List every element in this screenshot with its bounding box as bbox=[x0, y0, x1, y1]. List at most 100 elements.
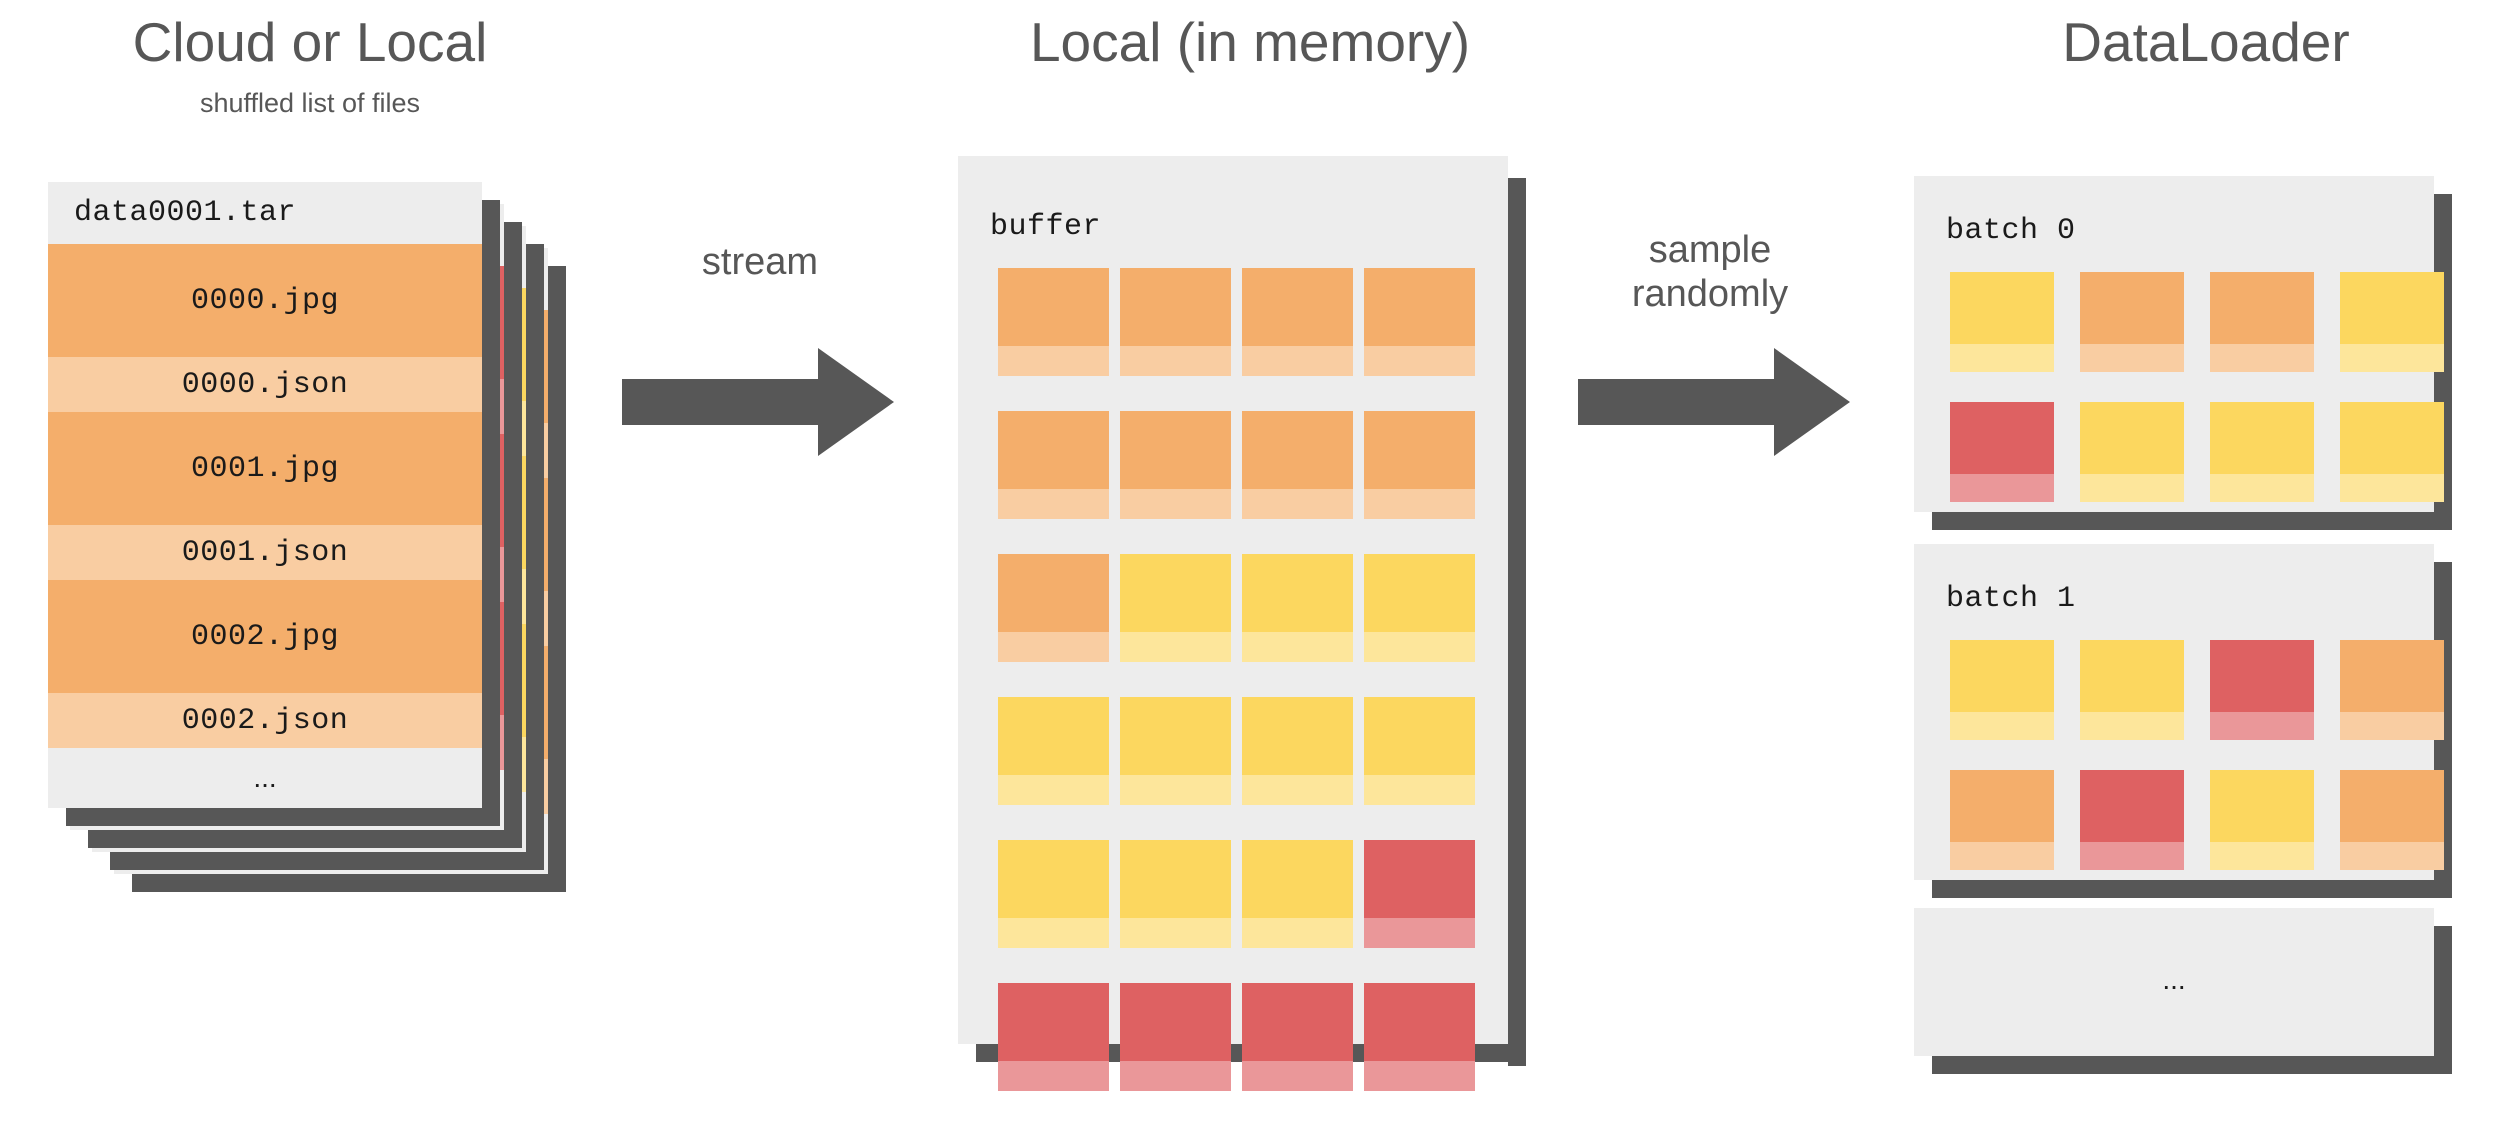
tile-image-part bbox=[2080, 770, 2184, 842]
tile-image-part bbox=[998, 554, 1109, 632]
tile-image-part bbox=[1364, 983, 1475, 1061]
tile-image-part bbox=[1950, 770, 2054, 842]
left-column-subtitle: shuffled list of files bbox=[199, 88, 421, 118]
tile-meta-part bbox=[1242, 631, 1353, 662]
buffer-tile-1-0 bbox=[998, 411, 1109, 519]
tile-image-part bbox=[2210, 272, 2314, 344]
stack-layer-shadow-right bbox=[504, 222, 522, 848]
tile-meta-part bbox=[1364, 631, 1475, 662]
tile-meta-part bbox=[2080, 712, 2184, 740]
tile-image-part bbox=[1242, 268, 1353, 346]
tar-row-label: 0001.json bbox=[181, 535, 349, 570]
batch-ellipsis-label: ... bbox=[2162, 964, 2186, 995]
buffer-tile-2-1 bbox=[1120, 554, 1231, 662]
tar-row-label: 0002.jpg bbox=[190, 619, 340, 654]
batch-0-tile-0-3 bbox=[2340, 272, 2444, 372]
batch-1-tile-0-0 bbox=[1950, 640, 2054, 740]
tar-file-row[interactable]: 0002.json bbox=[48, 693, 482, 748]
buffer-tile-1-3 bbox=[1364, 411, 1475, 519]
tile-image-part bbox=[1120, 411, 1231, 489]
buffer-tile-0-1 bbox=[1120, 268, 1231, 376]
tar-file-name: data0001.tar bbox=[74, 196, 297, 230]
tile-meta-part bbox=[2340, 344, 2444, 372]
batch-0-tile-1-2 bbox=[2210, 402, 2314, 502]
batch-1-label: batch 1 bbox=[1946, 582, 2076, 616]
tile-meta-part bbox=[1242, 917, 1353, 948]
tile-image-part bbox=[2340, 640, 2444, 712]
tile-meta-part bbox=[1950, 474, 2054, 502]
tile-meta-part bbox=[2210, 344, 2314, 372]
tile-meta-part bbox=[1364, 774, 1475, 805]
batch-1-shadow-bottom bbox=[1932, 880, 2452, 898]
tile-image-part bbox=[2210, 402, 2314, 474]
buffer-tile-3-2 bbox=[1242, 697, 1353, 805]
tile-image-part bbox=[998, 983, 1109, 1061]
stack-layer-shadow-right bbox=[526, 244, 544, 870]
tar-row-label: 0001.jpg bbox=[190, 451, 340, 486]
tar-card-front[interactable]: data0001.tar 0000.jpg 0000.json 0001.jpg 000… bbox=[48, 182, 500, 826]
buffer-tile-0-3 bbox=[1364, 268, 1475, 376]
tar-card-shadow-right bbox=[482, 200, 500, 826]
tile-image-part bbox=[2340, 272, 2444, 344]
tile-image-part bbox=[2210, 770, 2314, 842]
tar-file-row[interactable]: 0000.json bbox=[48, 357, 482, 412]
buffer-tile-3-3 bbox=[1364, 697, 1475, 805]
tile-image-part bbox=[1242, 840, 1353, 918]
tar-row-label: 0000.json bbox=[181, 367, 349, 402]
tar-card-shadow-bottom bbox=[66, 808, 500, 826]
tile-image-part bbox=[1950, 640, 2054, 712]
tile-meta-part bbox=[1120, 1060, 1231, 1091]
tile-image-part bbox=[1242, 697, 1353, 775]
batch-1-tile-0-3 bbox=[2340, 640, 2444, 740]
tile-image-part bbox=[2080, 640, 2184, 712]
arrow-right-icon bbox=[622, 348, 894, 456]
right-column-title: DataLoader bbox=[2062, 11, 2350, 73]
tile-meta-part bbox=[1950, 712, 2054, 740]
batch-ellipsis-shadow-right bbox=[2434, 926, 2452, 1074]
tile-meta-part bbox=[1120, 488, 1231, 519]
tile-image-part bbox=[998, 411, 1109, 489]
tile-image-part bbox=[1364, 268, 1475, 346]
buffer-tile-3-0 bbox=[998, 697, 1109, 805]
arrow-right-icon bbox=[1578, 348, 1850, 456]
tile-meta-part bbox=[1950, 842, 2054, 870]
tile-meta-part bbox=[998, 631, 1109, 662]
tile-meta-part bbox=[2340, 474, 2444, 502]
tile-image-part bbox=[1950, 402, 2054, 474]
tile-image-part bbox=[1242, 554, 1353, 632]
tile-meta-part bbox=[2210, 474, 2314, 502]
tile-image-part bbox=[1120, 983, 1231, 1061]
tar-file-row[interactable]: 0001.json bbox=[48, 525, 482, 580]
stream-arrow bbox=[622, 348, 894, 461]
batch-0-tile-1-0 bbox=[1950, 402, 2054, 502]
buffer-tile-1-2 bbox=[1242, 411, 1353, 519]
tar-card-header: data0001.tar bbox=[48, 182, 482, 244]
tile-image-part bbox=[2080, 402, 2184, 474]
batch-0-label: batch 0 bbox=[1946, 214, 2076, 248]
batch-0-shadow-bottom bbox=[1932, 512, 2452, 530]
tile-meta-part bbox=[998, 1060, 1109, 1091]
tile-meta-part bbox=[998, 345, 1109, 376]
tar-file-row[interactable]: 0002.jpg bbox=[48, 580, 482, 693]
tile-meta-part bbox=[2340, 712, 2444, 740]
batch-ellipsis-panel[interactable]: ... bbox=[1914, 908, 2434, 1056]
tile-meta-part bbox=[1242, 774, 1353, 805]
tar-file-row[interactable]: 0001.jpg bbox=[48, 412, 482, 525]
tile-meta-part bbox=[1242, 488, 1353, 519]
tar-rows-ellipsis: ... bbox=[48, 748, 482, 808]
tile-meta-part bbox=[1364, 1060, 1475, 1091]
tar-file-row[interactable]: 0000.jpg bbox=[48, 244, 482, 357]
buffer-tile-5-1 bbox=[1120, 983, 1231, 1091]
tile-meta-part bbox=[998, 488, 1109, 519]
tar-row-label: 0002.json bbox=[181, 703, 349, 738]
tile-image-part bbox=[1950, 272, 2054, 344]
buffer-tile-5-0 bbox=[998, 983, 1109, 1091]
buffer-tile-2-3 bbox=[1364, 554, 1475, 662]
buffer-tile-2-0 bbox=[998, 554, 1109, 662]
buffer-tile-0-0 bbox=[998, 268, 1109, 376]
buffer-label: buffer bbox=[990, 210, 1102, 244]
tile-image-part bbox=[2340, 770, 2444, 842]
batch-0-tile-1-3 bbox=[2340, 402, 2444, 502]
batch-0-tile-0-1 bbox=[2080, 272, 2184, 372]
tile-meta-part bbox=[1120, 917, 1231, 948]
